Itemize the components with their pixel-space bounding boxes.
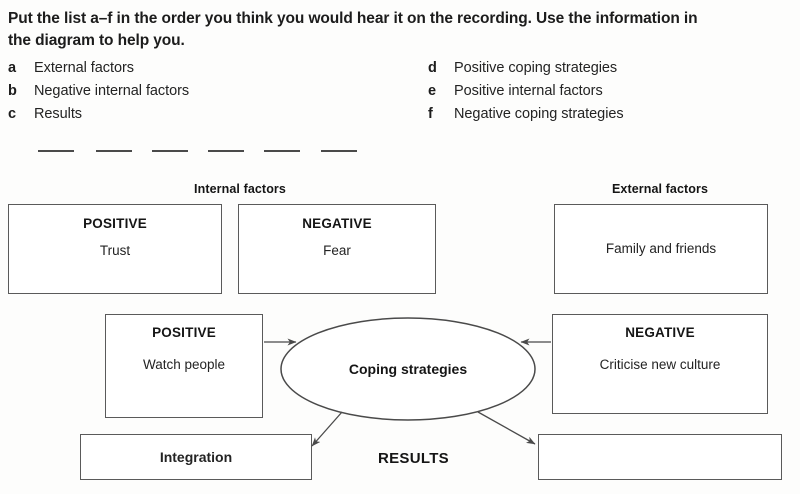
options-column-left: a External factors b Negative internal f…: [8, 60, 189, 129]
answer-blank-6[interactable]: [321, 150, 357, 152]
option-label: Negative coping strategies: [454, 106, 624, 122]
option-item-d[interactable]: d Positive coping strategies: [428, 60, 624, 83]
box-title: NEGATIVE: [302, 216, 372, 231]
answer-blank-5[interactable]: [264, 150, 300, 152]
box-body: Family and friends: [605, 241, 717, 256]
option-item-c[interactable]: c Results: [8, 106, 189, 129]
box-body: Watch people: [142, 357, 226, 372]
arrow-coping-to-integration: [311, 411, 343, 447]
box-body: Integration: [159, 449, 233, 465]
group-label-internal-factors: Internal factors: [194, 182, 286, 196]
box-external-family-and-friends[interactable]: Family and friends: [554, 204, 768, 294]
option-letter: a: [8, 60, 17, 76]
answer-blank-2[interactable]: [96, 150, 132, 152]
instruction-text: Put the list a–f in the order you think …: [8, 10, 698, 50]
option-item-a[interactable]: a External factors: [8, 60, 189, 83]
box-body: Fear: [323, 243, 351, 258]
box-result-integration[interactable]: Integration: [80, 434, 312, 480]
option-letter: c: [8, 106, 17, 122]
option-label: Negative internal factors: [34, 83, 190, 99]
option-item-b[interactable]: b Negative internal factors: [8, 83, 189, 106]
options-column-right: d Positive coping strategies e Positive …: [428, 60, 624, 129]
option-letter: e: [428, 83, 437, 99]
box-title: POSITIVE: [152, 325, 216, 340]
box-coping-negative[interactable]: NEGATIVE Criticise new culture: [552, 314, 768, 414]
box-body: Criticise new culture: [599, 357, 721, 372]
option-letter: d: [428, 60, 437, 76]
answer-blank-4[interactable]: [208, 150, 244, 152]
option-label: External factors: [34, 60, 134, 76]
label-results: RESULTS: [378, 450, 449, 467]
option-label: Positive internal factors: [454, 83, 603, 99]
box-coping-positive[interactable]: POSITIVE Watch people: [105, 314, 263, 418]
answer-blank-3[interactable]: [152, 150, 188, 152]
option-label: Positive coping strategies: [454, 60, 618, 76]
group-label-external-factors: External factors: [611, 182, 709, 196]
answer-blank-1[interactable]: [38, 150, 74, 152]
box-title: NEGATIVE: [625, 325, 695, 340]
option-label: Results: [34, 106, 82, 122]
option-item-f[interactable]: f Negative coping strategies: [428, 106, 624, 129]
answer-blanks: [38, 150, 357, 162]
arrow-coping-to-result: [477, 411, 536, 445]
box-internal-positive[interactable]: POSITIVE Trust: [8, 204, 222, 294]
option-item-e[interactable]: e Positive internal factors: [428, 83, 624, 106]
option-letter: b: [8, 83, 17, 99]
box-title: POSITIVE: [83, 216, 147, 231]
box-body: Trust: [99, 243, 131, 258]
label-coping-strategies: Coping strategies: [348, 361, 468, 377]
option-letter: f: [428, 106, 433, 122]
box-result-empty[interactable]: [538, 434, 782, 480]
box-internal-negative[interactable]: NEGATIVE Fear: [238, 204, 436, 294]
